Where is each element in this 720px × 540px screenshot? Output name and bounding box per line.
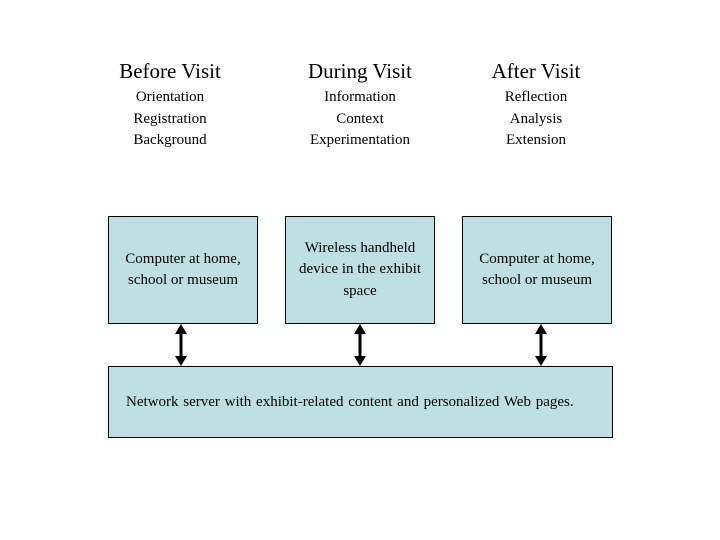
activity-item: Orientation [135,89,205,105]
phase-activities-before: Orientation Registration Background [80,87,260,152]
device-box-before: Computer at home, school or museum [108,216,258,324]
device-label: Computer at home, school or museum [479,250,595,289]
double-arrow-icon [175,324,187,366]
server-label: Network server with exhibit-related cont… [126,393,574,410]
activity-item: Analysis [509,110,563,127]
activity-item: Context [336,110,384,127]
network-server-box: Network server with exhibit-related cont… [108,366,613,438]
device-box-after: Computer at home, school or museum [462,216,612,324]
activity-item: Experimentation [310,132,410,148]
device-label: Computer at home, school or museum [125,250,241,289]
double-arrow-icon [354,324,366,366]
activity-item: Registration [133,110,207,127]
heading-before-visit: Before Visit [119,59,221,83]
double-arrow-icon [535,324,547,366]
heading-during-visit: During Visit [308,59,412,83]
activity-item: Reflection [504,89,568,105]
activity-item: Background [133,132,207,148]
device-box-during: Wireless handheld device in the exhibit … [285,216,435,324]
heading-after-visit: After Visit [491,59,581,83]
activity-item: Information [324,89,396,105]
activity-item: Extension [506,132,566,148]
phase-activities-during: Information Context Experimentation [270,87,450,152]
phase-activities-after: Reflection Analysis Extension [446,87,626,152]
device-label: Wireless handheld device in the exhibit … [298,239,422,299]
